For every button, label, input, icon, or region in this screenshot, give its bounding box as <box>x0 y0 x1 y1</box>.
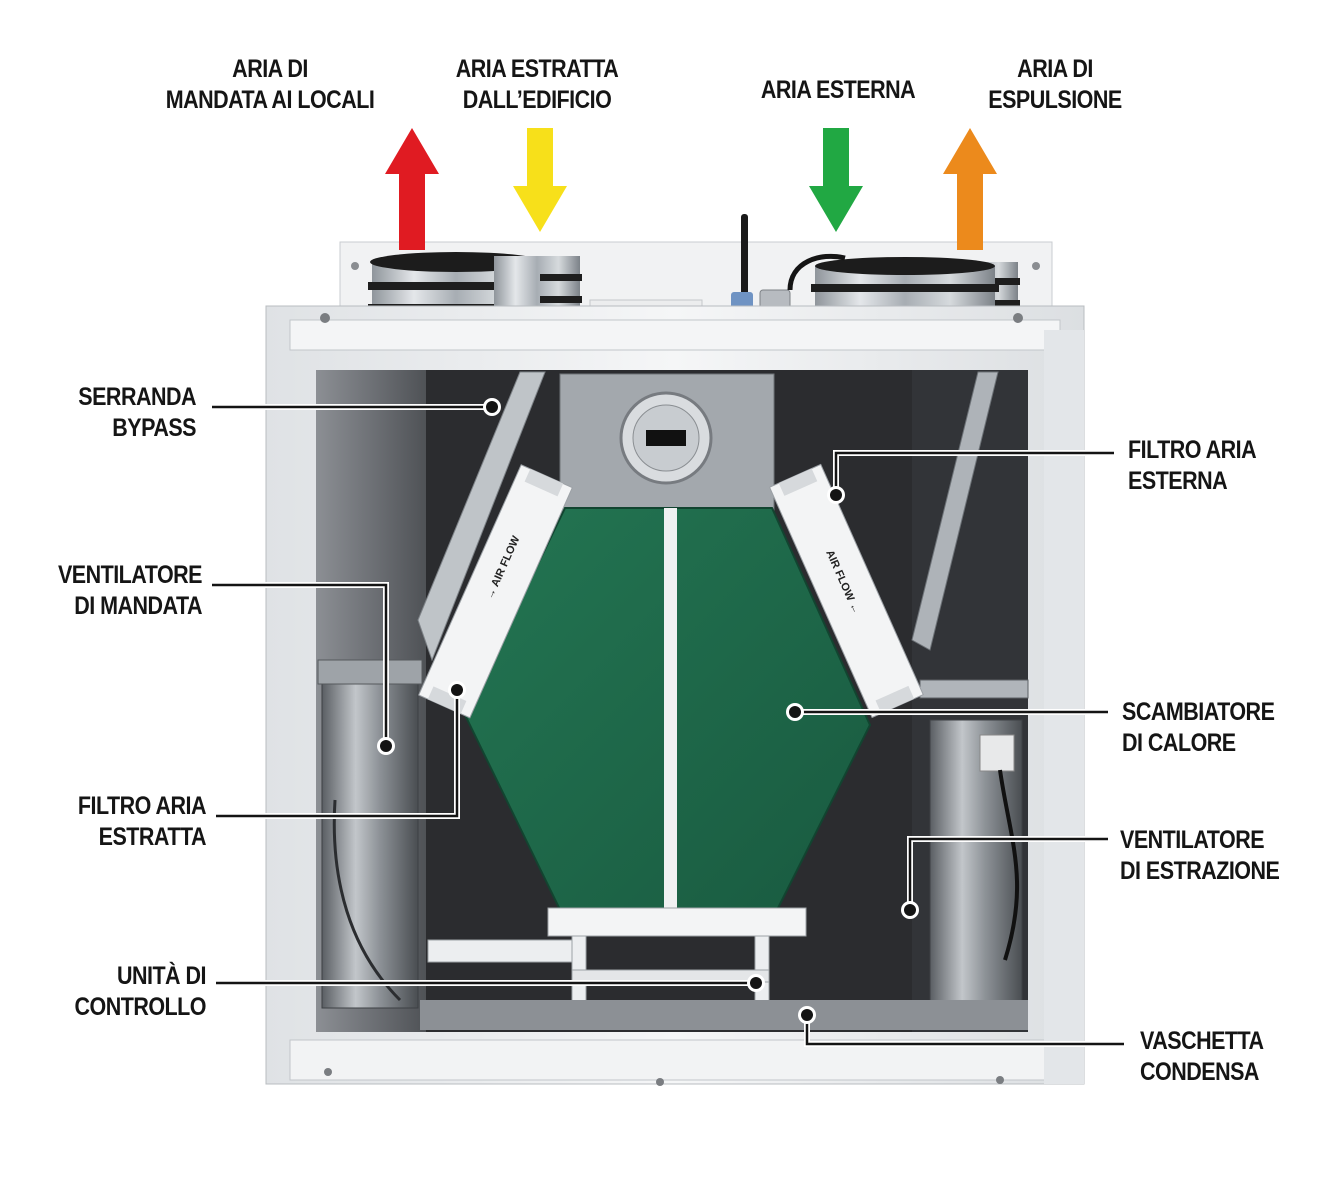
supply-fan-housing <box>322 668 418 1008</box>
leader-dot-extract-fan <box>904 904 916 916</box>
leader-dot-supply-fan <box>380 740 392 752</box>
leader-dot-condensate-tray <box>801 1009 813 1021</box>
label-outdoor-filter: FILTRO ARIA ESTERNA <box>1128 435 1300 497</box>
arrow-exhaust-air <box>943 128 997 250</box>
mount-hole <box>351 262 359 270</box>
leader-dot-outdoor-filter <box>830 489 842 501</box>
mount-hole <box>1032 262 1040 270</box>
extract-fan-top <box>920 680 1028 698</box>
label-outdoor-air: ARIA ESTERNA <box>731 75 946 106</box>
leader-dot-bypass-damper <box>486 401 498 413</box>
extract-fan-connector <box>980 735 1014 771</box>
label-supply-fan: VENTILATORE DI MANDATA <box>28 560 202 622</box>
heat-exchanger-divider <box>664 508 677 920</box>
tray-support <box>548 908 806 936</box>
screw <box>320 313 330 323</box>
supply-fan-top <box>318 660 422 684</box>
label-condensate-tray: VASCHETTA CONDENSA <box>1140 1026 1302 1088</box>
control-box-slot <box>646 430 686 446</box>
label-control-unit: UNITÀ DI CONTROLLO <box>29 961 206 1023</box>
label-exhaust-air: ARIA DI ESPULSIONE <box>948 54 1163 116</box>
condensate-tray-floor <box>420 1000 1028 1030</box>
screw <box>656 1078 664 1086</box>
cabinet-side-right <box>1044 330 1084 1084</box>
tray-frame <box>428 940 578 962</box>
arrow-extract-air <box>513 128 567 232</box>
label-supply-air: ARIA DI MANDATA AI LOCALI <box>163 54 378 116</box>
screw <box>996 1076 1004 1084</box>
cabinet-top-rail <box>290 320 1060 350</box>
screw <box>1013 313 1023 323</box>
screw <box>324 1068 332 1076</box>
label-bypass-damper: SERRANDA BYPASS <box>27 382 196 444</box>
arrow-supply-air <box>385 128 439 250</box>
arrow-outdoor-air <box>809 128 863 232</box>
leader-dot-extract-filter <box>451 684 463 696</box>
leader-dot-heat-exchanger <box>789 706 801 718</box>
leader-dot-control-unit <box>750 977 762 989</box>
label-extract-air: ARIA ESTRATTA DALL’EDIFICIO <box>430 54 645 116</box>
label-extract-fan: VENTILATORE DI ESTRAZIONE <box>1120 825 1299 887</box>
airflow-arrows <box>385 128 997 250</box>
antenna <box>741 214 748 304</box>
label-heat-exchanger: SCAMBIATORE DI CALORE <box>1122 697 1298 759</box>
spigot-extract <box>494 256 582 308</box>
label-extract-filter: FILTRO ARIA ESTRATTA <box>29 791 206 853</box>
